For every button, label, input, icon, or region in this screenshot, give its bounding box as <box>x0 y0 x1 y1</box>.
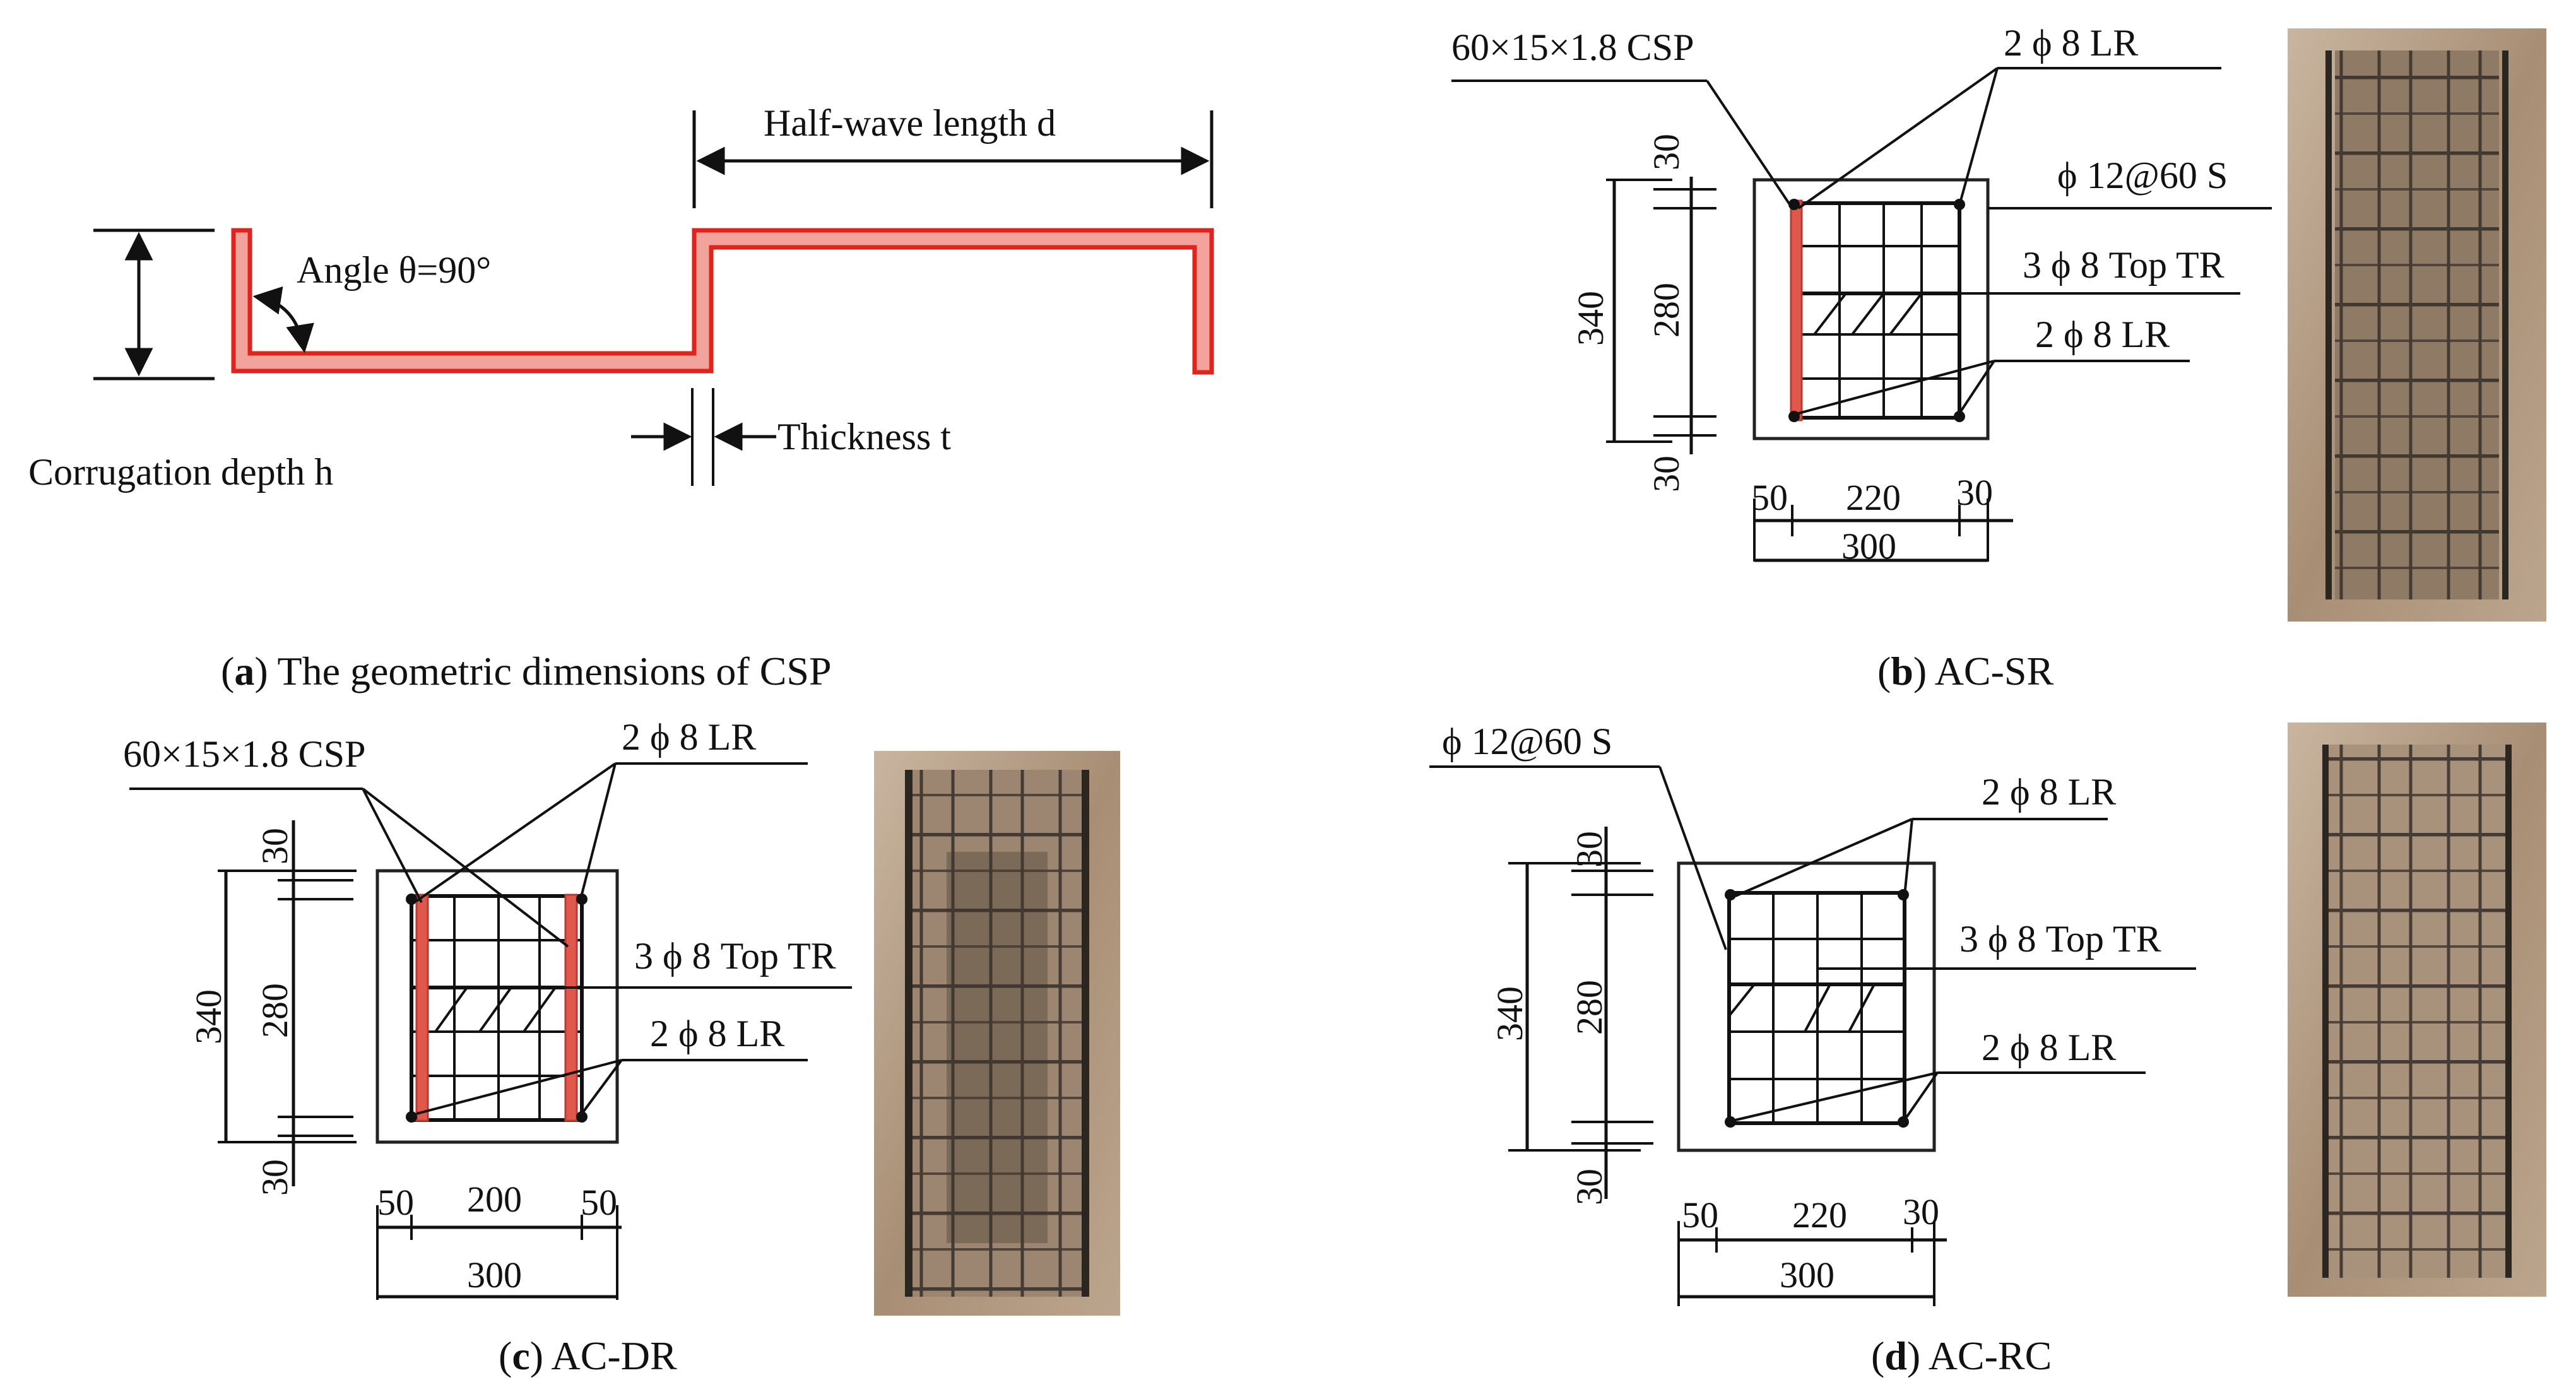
dim-bottom: 30 <box>254 1159 295 1196</box>
top-tr-label: 3 ϕ 8 Top TR <box>1959 918 2161 960</box>
dim-left: 50 <box>1682 1194 1718 1236</box>
csp-plate <box>1790 199 1803 422</box>
dim-top: 30 <box>254 828 295 864</box>
steel-cage-photo <box>2288 28 2546 622</box>
panel-a: Corrugation depth h Angle θ=90° Half-wav… <box>28 102 1214 693</box>
csp-label: 60×15×1.8 CSP <box>123 733 365 775</box>
dim-total-h: 340 <box>188 989 229 1044</box>
half-wave-label: Half-wave length d <box>764 102 1056 144</box>
dim-right: 30 <box>1956 472 1993 513</box>
dim-total-w: 300 <box>1841 526 1896 567</box>
csp-label: 60×15×1.8 CSP <box>1451 27 1694 68</box>
bot-lr-label: 2 ϕ 8 LR <box>2035 314 2170 355</box>
angle-arc <box>252 286 314 353</box>
csp-plate-right <box>564 894 578 1122</box>
csp-plate-left <box>415 894 429 1122</box>
section-outline <box>1677 861 1936 1152</box>
caption-d: (d) AC-RC <box>1871 1333 2052 1378</box>
caption-c: (c) AC-DR <box>499 1333 677 1378</box>
bot-lr-label: 2 ϕ 8 LR <box>650 1013 784 1054</box>
steel-cage-photo <box>874 751 1120 1316</box>
section-outline <box>1752 178 1990 440</box>
dim-right: 50 <box>581 1182 617 1223</box>
top-lr-label: 2 ϕ 8 LR <box>1982 771 2116 813</box>
dim-bottom: 30 <box>1569 1169 1610 1205</box>
dim-mid: 280 <box>1646 283 1687 338</box>
dim-left: 50 <box>1751 477 1788 518</box>
thickness-label: Thickness t <box>777 416 951 457</box>
dim-left: 50 <box>377 1182 414 1223</box>
top-lr-label: 2 ϕ 8 LR <box>2004 22 2138 64</box>
top-lr-label: 2 ϕ 8 LR <box>622 716 756 758</box>
dim-mid-w: 200 <box>467 1179 522 1220</box>
panel-b: 60×15×1.8 CSP 2 ϕ 8 LR ϕ 12@60 S 3 ϕ 8 T… <box>1451 22 2546 693</box>
depth-label: Corrugation depth h <box>28 451 333 493</box>
dim-total-w: 300 <box>467 1254 522 1295</box>
top-tr-label: 3 ϕ 8 Top TR <box>634 935 836 977</box>
dim-mid-w: 220 <box>1792 1194 1847 1236</box>
caption-a: (a) The geometric dimensions of CSP <box>221 649 832 693</box>
dim-mid: 280 <box>254 983 295 1038</box>
stirrup-label: ϕ 12@60 S <box>2057 155 2228 196</box>
dim-total-h: 340 <box>1570 291 1611 346</box>
section-outline <box>375 869 619 1144</box>
dim-total-w: 300 <box>1780 1254 1835 1295</box>
bot-lr-label: 2 ϕ 8 LR <box>1982 1027 2116 1068</box>
dim-mid: 280 <box>1569 980 1610 1035</box>
steel-cage-photo <box>2288 723 2546 1297</box>
panel-d: ϕ 12@60 S 2 ϕ 8 LR 3 ϕ 8 Top TR 2 ϕ 8 LR… <box>1429 721 2546 1378</box>
top-tr-label: 3 ϕ 8 Top TR <box>2023 244 2224 286</box>
angle-label: Angle θ=90° <box>297 249 491 291</box>
stirrup-label: ϕ 12@60 S <box>1442 721 1612 762</box>
dim-right: 30 <box>1903 1191 1939 1232</box>
dim-mid-w: 220 <box>1846 477 1901 518</box>
dim-total-h: 340 <box>1489 986 1530 1041</box>
caption-b: (b) AC-SR <box>1877 649 2054 693</box>
csp-profile <box>231 228 1214 375</box>
dim-top: 30 <box>1646 134 1687 170</box>
panel-c: 60×15×1.8 CSP 2 ϕ 8 LR 3 ϕ 8 Top TR 2 ϕ … <box>123 716 1120 1378</box>
dim-bottom: 30 <box>1646 456 1687 492</box>
dim-top: 30 <box>1569 831 1610 868</box>
